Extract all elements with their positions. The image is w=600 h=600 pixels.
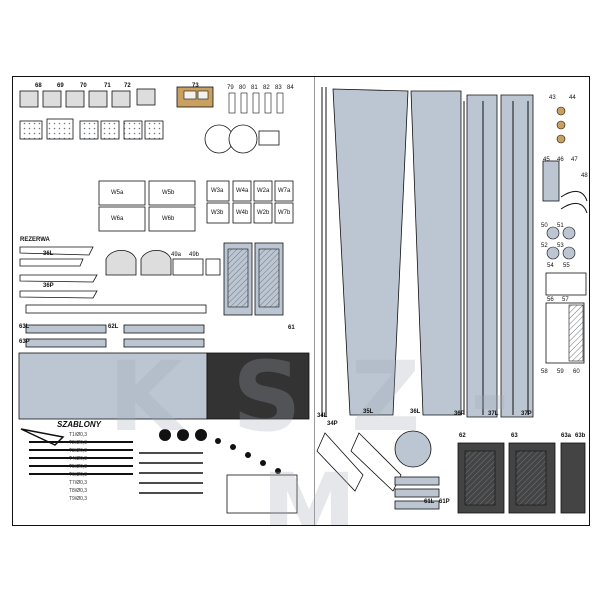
label-79: 79 (227, 85, 234, 91)
label-63l: 63L (19, 324, 30, 330)
label-w3b: W3b (211, 210, 224, 216)
label-70: 70 (80, 83, 87, 89)
label-73: 73 (192, 83, 199, 89)
label-61l: 61L (424, 499, 435, 505)
label-72: 72 (124, 83, 131, 89)
template-caption-4: T4/Ø0,3 (69, 456, 88, 462)
label-63a: 63a (561, 433, 572, 439)
label-80: 80 (239, 85, 246, 91)
label-34l: 34L (317, 413, 328, 419)
label-82: 82 (263, 85, 270, 91)
right-column-small-parts (542, 106, 588, 364)
label-43: 43 (549, 95, 556, 101)
bottom-left-templates (20, 428, 298, 514)
template-caption-1: T1/Ø0,3 (69, 432, 88, 438)
template-caption-8: T8/Ø0,3 (69, 488, 88, 494)
label-53: 53 (557, 243, 564, 249)
label-w6a: W6a (111, 216, 124, 222)
templates-title: SZABLONY (57, 420, 101, 429)
right-half (316, 87, 588, 514)
solid-color-blocks (18, 352, 310, 420)
long-rails (25, 304, 207, 348)
template-caption-7: T7/Ø0,3 (69, 480, 88, 486)
sheet-illustration (18, 86, 588, 514)
label-36p-left: 36P (43, 283, 54, 289)
bottom-middle-pieces (316, 430, 440, 510)
label-36l-left: 36L (43, 251, 54, 257)
label-51: 51 (557, 223, 564, 229)
wing-panel-grid (98, 180, 294, 232)
template-caption-9: T9/Ø0,3 (69, 496, 88, 502)
main-large-wing-panels (332, 88, 534, 418)
label-w4a: W4a (236, 188, 249, 194)
long-vertical-strips (321, 87, 529, 417)
label-36p-right: 36P (454, 411, 465, 417)
sheet-divider (314, 77, 315, 525)
left-half (18, 86, 310, 514)
cockpit-and-frames (105, 242, 284, 316)
label-56: 56 (547, 297, 554, 303)
label-63p: 63P (19, 339, 30, 345)
label-59: 59 (557, 369, 564, 375)
label-61: 61 (288, 325, 295, 331)
label-34p: 34P (327, 421, 338, 427)
label-81: 81 (251, 85, 258, 91)
template-caption-5: T5/Ø0,3 (69, 464, 88, 470)
lower-right-dark-assemblies (457, 442, 586, 514)
label-58: 58 (541, 369, 548, 375)
template-caption-3: T3/Ø0,3 (69, 448, 88, 454)
label-61p: 61P (439, 499, 450, 505)
label-71: 71 (104, 83, 111, 89)
label-63b: 63b (575, 433, 586, 439)
label-w2b: W2b (257, 210, 270, 216)
label-w5a: W5a (111, 190, 124, 196)
label-w4b: W4b (236, 210, 249, 216)
label-62-right: 62 (459, 433, 466, 439)
label-w7b: W7b (278, 210, 291, 216)
left-side-strips (19, 246, 98, 299)
label-37p: 37P (521, 411, 532, 417)
label-54: 54 (547, 263, 554, 269)
label-w2a: W2a (257, 188, 270, 194)
label-w6b: W6b (162, 216, 175, 222)
label-62l: 62L (108, 324, 119, 330)
label-45: 45 (543, 157, 550, 163)
label-83: 83 (275, 85, 282, 91)
label-68: 68 (35, 83, 42, 89)
paper-model-sheet: K S Z - M 68 69 70 71 72 73 79 80 81 82 … (12, 76, 590, 526)
label-57: 57 (562, 297, 569, 303)
label-63-right: 63 (511, 433, 518, 439)
label-w5b: W5b (162, 190, 175, 196)
label-36l-right: 36L (410, 409, 421, 415)
upper-left-small-parts (19, 118, 280, 154)
label-44: 44 (569, 95, 576, 101)
label-37l: 37L (488, 411, 499, 417)
label-52: 52 (541, 243, 548, 249)
label-35l: 35L (363, 409, 374, 415)
label-46: 46 (557, 157, 564, 163)
label-60: 60 (573, 369, 580, 375)
template-caption-6: T6/Ø0,3 (69, 472, 88, 478)
label-w3a: W3a (211, 188, 224, 194)
label-49a: 49a (171, 252, 182, 258)
label-rezerwa: REZERWA (20, 237, 50, 243)
top-row-parts (19, 86, 284, 114)
label-49b: 49b (189, 252, 200, 258)
label-55: 55 (563, 263, 570, 269)
label-69: 69 (57, 83, 64, 89)
label-47: 47 (571, 157, 578, 163)
template-caption-2: T2/Ø0,3 (69, 440, 88, 446)
label-w7a: W7a (278, 188, 291, 194)
label-84: 84 (287, 85, 294, 91)
label-50: 50 (541, 223, 548, 229)
label-48: 48 (581, 173, 588, 179)
